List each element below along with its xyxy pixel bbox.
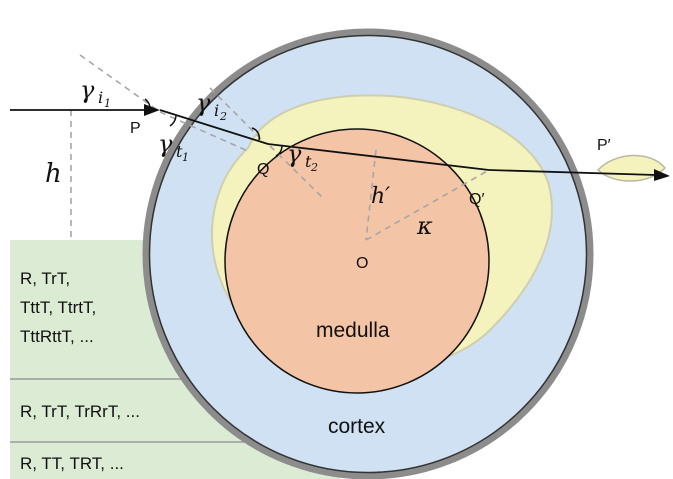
normal-P-outer	[79, 54, 161, 113]
arc-gamma-t1	[169, 115, 177, 127]
svg-text:γ: γ	[158, 130, 173, 158]
svg-text:t: t	[176, 142, 183, 161]
ray-segment-PQ	[159, 109, 269, 145]
exit-ray	[488, 169, 657, 176]
angle-arcs	[144, 98, 283, 157]
light-ray	[10, 104, 670, 181]
arc-gamma-i2	[251, 127, 261, 141]
table-row3-line1: R, TT, TRT, ...	[20, 454, 124, 473]
h-label: h	[45, 159, 62, 189]
svg-text:1: 1	[182, 151, 189, 164]
point-Q-prime-label: Q′	[469, 191, 484, 208]
svg-text:γ: γ	[80, 76, 95, 104]
svg-text:i: i	[214, 101, 219, 120]
svg-text:i: i	[98, 88, 103, 107]
svg-text:2: 2	[310, 161, 318, 174]
table-rows: R, TrT, TttT, TtrtT, TttRttT, ... R, TrT…	[20, 269, 140, 473]
table-row1-line3: TttRttT, ...	[20, 327, 94, 346]
table-row2-line1: R, TrT, TrRrT, ...	[20, 402, 140, 421]
table-row1-line2: TttT, TtrtT,	[20, 298, 96, 317]
incidence-Q-line	[209, 87, 263, 141]
svg-text:γ: γ	[196, 89, 211, 117]
exit-arrowhead	[654, 169, 670, 181]
ray-segment-QQprime	[267, 143, 490, 171]
normal-Q	[269, 145, 326, 201]
gamma-t2-label: γ t 2	[287, 140, 318, 174]
h-prime-label: h′	[371, 184, 390, 209]
gamma-i1-label: γ i 1	[80, 76, 111, 110]
point-O-label: O	[356, 255, 368, 272]
svg-text:2: 2	[219, 110, 227, 123]
point-P-label: P	[130, 120, 141, 137]
point-P-prime-label: P′	[597, 137, 611, 154]
svg-text:γ: γ	[287, 140, 302, 168]
arc-gamma-t2	[275, 145, 283, 157]
svg-text:1: 1	[104, 97, 111, 110]
table-row1-line1: R, TrT,	[20, 269, 70, 288]
point-Q-label: Q	[257, 161, 269, 178]
svg-text:t: t	[305, 152, 312, 171]
cortex-label: cortex	[328, 415, 386, 438]
kappa-label: κ	[416, 212, 433, 240]
arc-gamma-i1	[144, 98, 151, 111]
incident-arrowhead	[144, 104, 160, 116]
gamma-i2-label: γ i 2	[196, 89, 227, 123]
medulla-circle	[224, 128, 490, 394]
fiber-boundary	[148, 34, 588, 474]
height-h-prime-line	[365, 149, 377, 241]
medulla-label: medulla	[316, 319, 390, 342]
radius-OQprime	[365, 169, 490, 241]
gamma-t1-label: γ t 1	[158, 130, 189, 164]
